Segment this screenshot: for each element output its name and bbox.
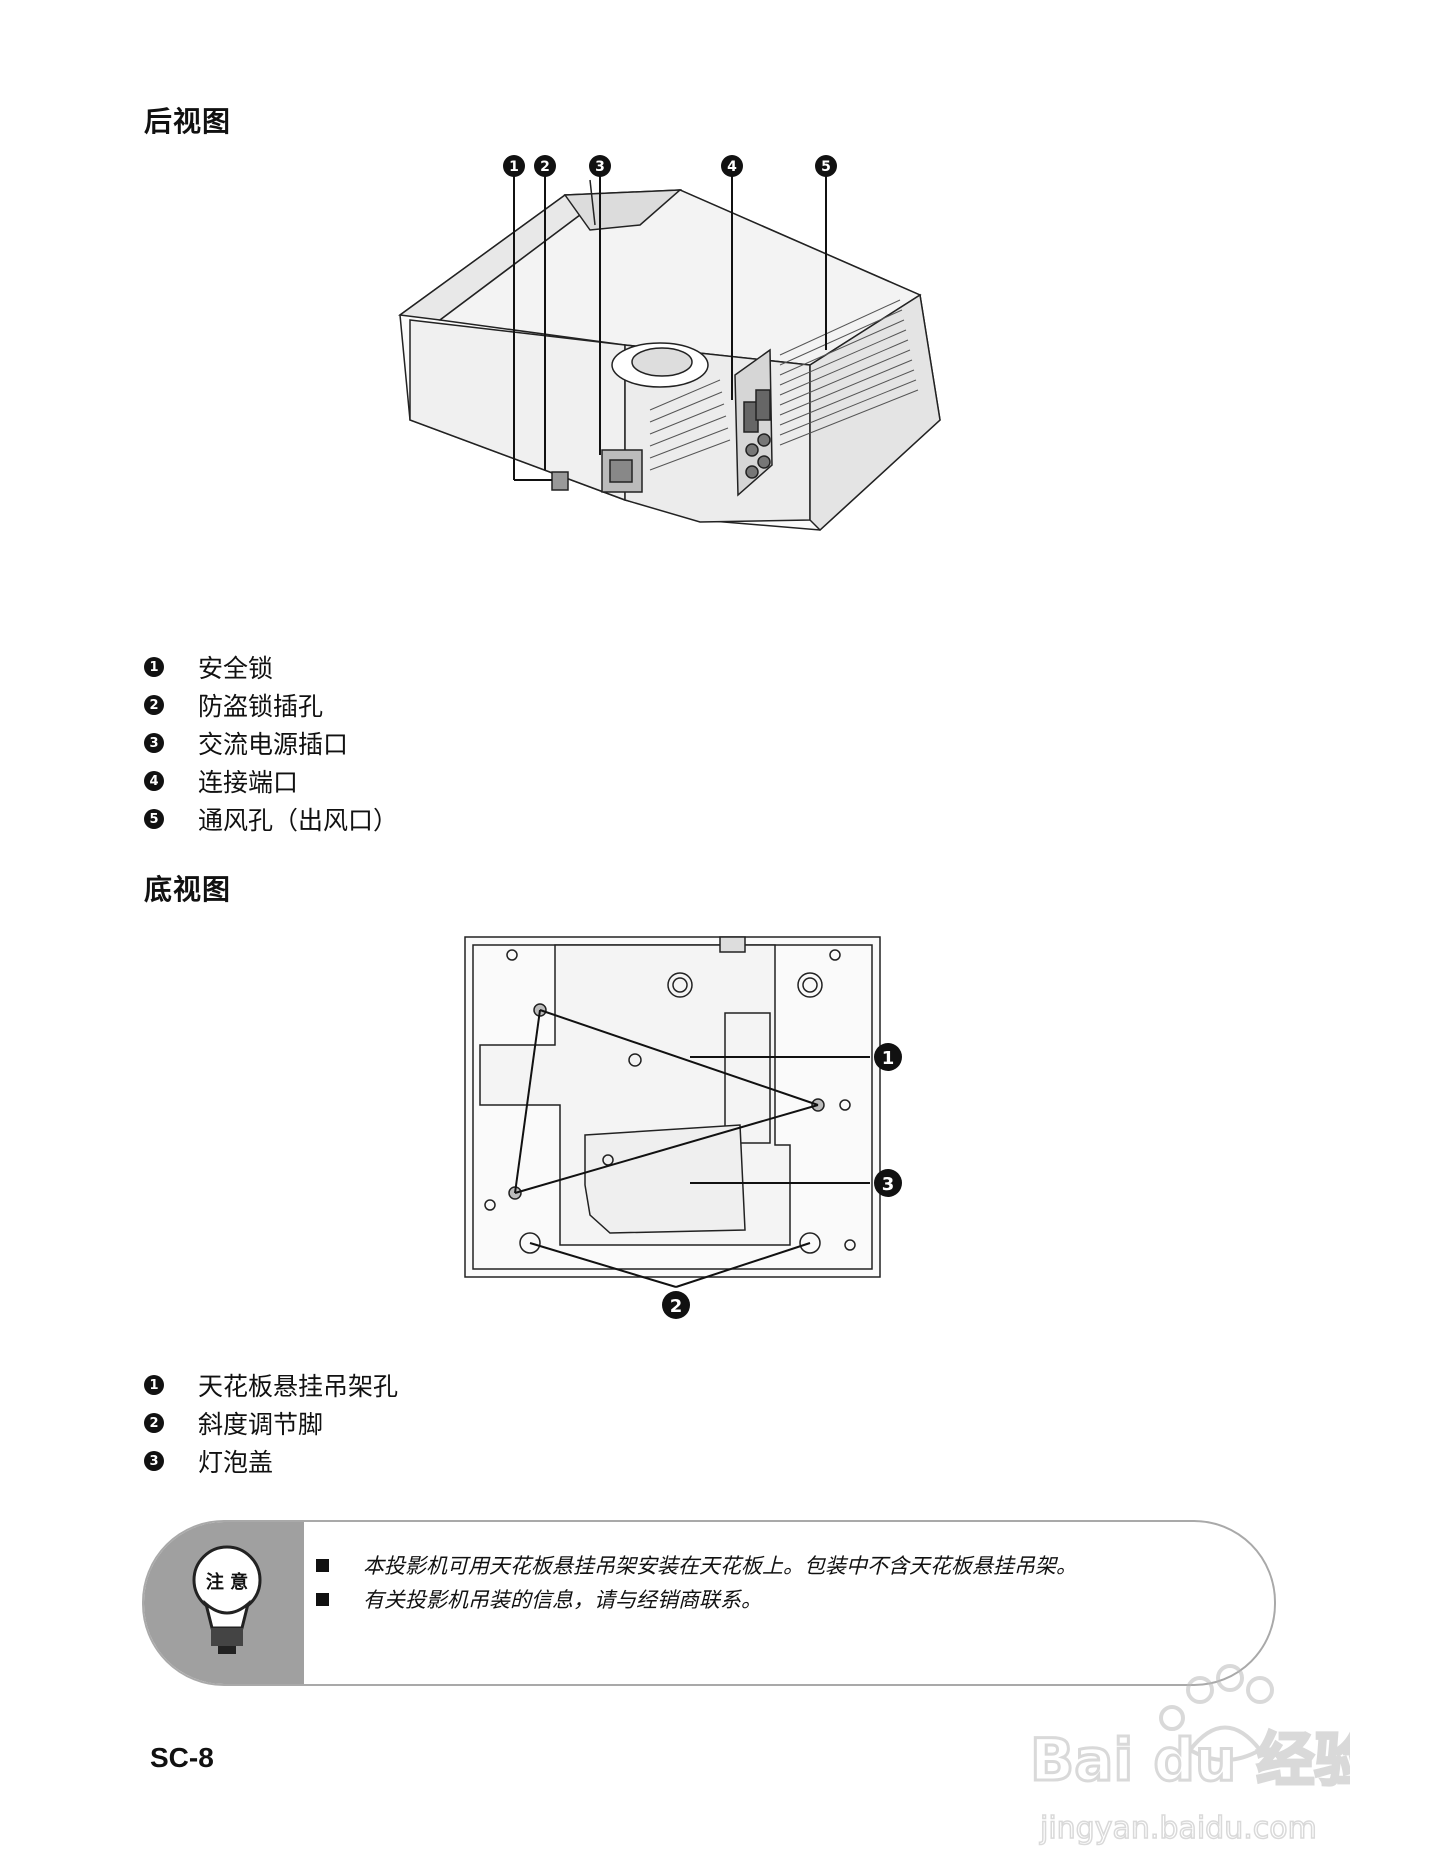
- rear-view-heading: 后视图: [144, 105, 232, 138]
- callout-5: 5: [815, 155, 837, 177]
- note-line: 有关投影机吊装的信息，请与经销商联系。: [316, 1582, 1077, 1616]
- svg-text:3: 3: [882, 1174, 895, 1195]
- callout-4: 4: [721, 155, 743, 177]
- svg-text:3: 3: [595, 159, 605, 175]
- svg-text:1: 1: [509, 159, 519, 175]
- callout-2: 2: [662, 1291, 690, 1319]
- svg-text:2: 2: [670, 1296, 683, 1317]
- bottom-view-heading: 底视图: [144, 873, 232, 906]
- bottom-view-figure: 1 3 2: [464, 936, 902, 1319]
- rear-leader-lines: [513, 176, 827, 481]
- rear-view-figure: 1 2 3 4 5: [398, 155, 941, 532]
- svg-text:5: 5: [821, 159, 831, 175]
- note-line: 本投影机可用天花板悬挂吊架安装在天花板上。包装中不含天花板悬挂吊架。: [316, 1548, 1077, 1582]
- svg-text:注 意: 注 意: [206, 1571, 248, 1593]
- note-lines: 本投影机可用天花板悬挂吊架安装在天花板上。包装中不含天花板悬挂吊架。 有关投影机…: [316, 1548, 1077, 1616]
- note-box: 注 意 本投影机可用天花板悬挂吊架安装在天花板上。包装中不含天花板悬挂吊架。 有…: [142, 1520, 1276, 1686]
- svg-text:jingyan.baidu.com: jingyan.baidu.com: [1039, 1811, 1317, 1846]
- callout-1: 1: [503, 155, 525, 177]
- page-number: SC-8: [150, 1742, 214, 1773]
- projector-rear-illustration: [398, 179, 941, 532]
- callout-3: 3: [589, 155, 611, 177]
- svg-text:4: 4: [727, 159, 737, 175]
- paw-icon: [1159, 1664, 1274, 1762]
- callout-3: 3: [874, 1169, 902, 1197]
- svg-text:Bai du 经验: Bai du 经验: [1030, 1726, 1350, 1794]
- callout-2: 2: [534, 155, 556, 177]
- callout-1: 1: [874, 1043, 902, 1071]
- svg-text:2: 2: [540, 159, 550, 175]
- bottom-leader-lines: [514, 1009, 870, 1288]
- lightbulb-icon: 注 意: [192, 1545, 262, 1654]
- baidu-watermark: Bai du 经验 jingyan.baidu.com: [1029, 1664, 1350, 1847]
- vent-grille: [649, 299, 919, 471]
- svg-text:1: 1: [882, 1048, 895, 1069]
- note-side-panel: 注 意: [144, 1522, 304, 1684]
